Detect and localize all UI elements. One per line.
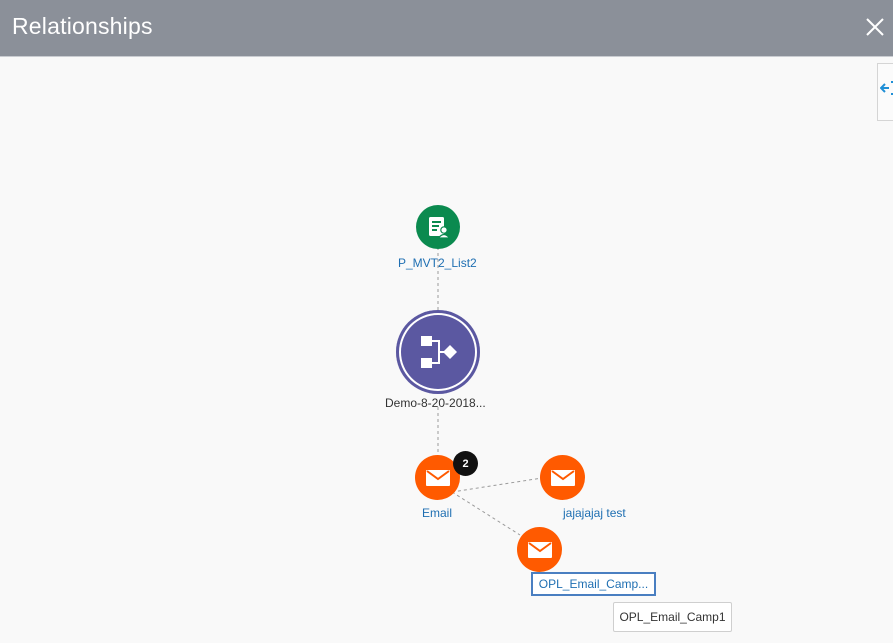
side-panel-tab[interactable] xyxy=(877,63,893,121)
email-node-label[interactable]: Email xyxy=(422,506,453,520)
list-node[interactable] xyxy=(416,205,460,249)
envelope-icon xyxy=(550,469,575,486)
relationship-graph-canvas[interactable]: P_MVT2_List2 Demo-8-20-2018... 2 Email j… xyxy=(0,57,893,643)
selected-node-label[interactable]: OPL_Email_Camp... xyxy=(531,572,656,596)
email-node[interactable] xyxy=(415,455,460,500)
email-child-node-label[interactable]: jajajajaj test xyxy=(563,506,626,520)
email-child-node[interactable] xyxy=(540,455,585,500)
graph-links xyxy=(437,247,543,536)
dialog-header: Relationships xyxy=(0,0,893,57)
related-count-badge: 2 xyxy=(453,451,478,476)
link-email-to-jajajajaj xyxy=(451,477,543,493)
program-flow-icon xyxy=(421,336,457,368)
list-node-label[interactable]: P_MVT2_List2 xyxy=(398,256,477,270)
link-email-to-opl xyxy=(451,491,521,536)
envelope-icon xyxy=(425,469,450,486)
program-node-label[interactable]: Demo-8-20-2018... xyxy=(385,396,486,410)
close-icon xyxy=(866,18,884,36)
node-tooltip: OPL_Email_Camp1 xyxy=(613,602,732,632)
program-node[interactable] xyxy=(396,310,480,394)
envelope-icon xyxy=(527,541,552,558)
dialog-title: Relationships xyxy=(12,13,153,39)
list-contact-icon xyxy=(429,217,450,239)
expand-panel-icon xyxy=(880,81,893,95)
close-button[interactable] xyxy=(862,14,888,40)
email-child-node[interactable] xyxy=(517,527,562,572)
